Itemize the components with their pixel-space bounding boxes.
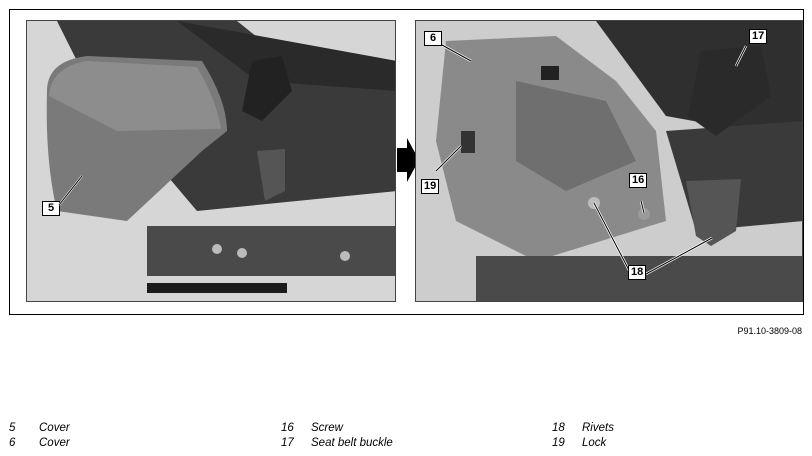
left-photo-illustration [27, 21, 395, 301]
callout-16: 16 [629, 173, 648, 188]
right-photo: 6 17 19 16 18 [415, 20, 803, 302]
arrow-right-icon [397, 138, 419, 182]
callout-17: 17 [749, 29, 768, 44]
right-photo-illustration [416, 21, 802, 301]
callout-5: 5 [42, 201, 60, 216]
callout-19: 19 [421, 179, 440, 194]
reference-code: P91.10-3809-08 [737, 326, 802, 336]
callout-18: 18 [628, 265, 647, 280]
left-photo: 5 [26, 20, 396, 302]
callout-6: 6 [424, 31, 442, 46]
